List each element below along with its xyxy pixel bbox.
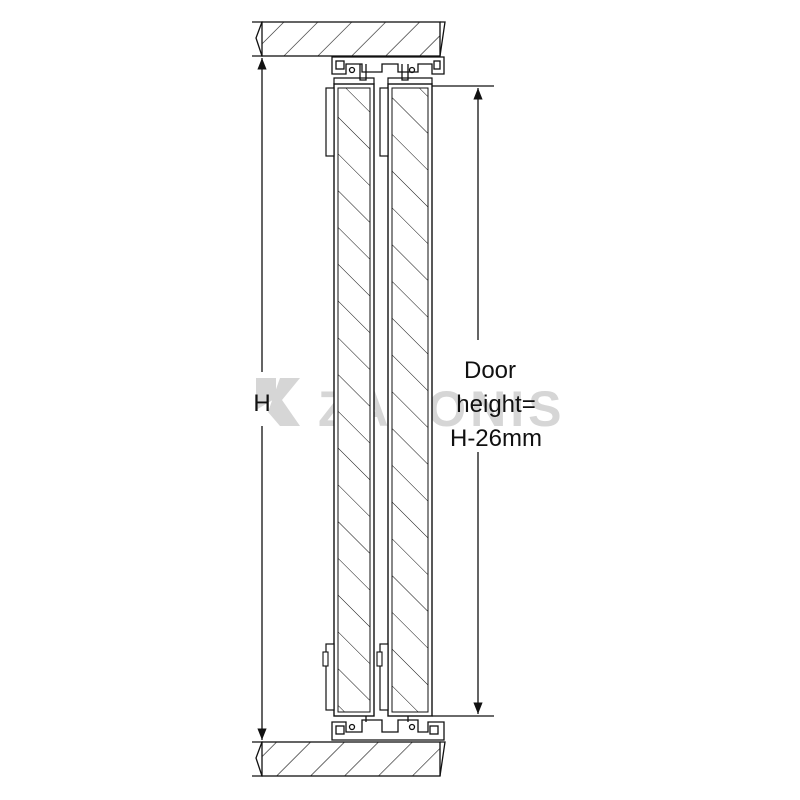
dimension-door-height [432,85,494,717]
door-panel-left [322,77,375,717]
watermark-logo-icon [256,378,300,426]
top-track [331,56,445,81]
door-panel-right [376,77,433,717]
label-door-height-line2: height= [456,391,535,418]
bottom-track [331,711,445,741]
label-door-height-line1: Door [464,357,516,384]
label-door-height: Door height= H-26mm [450,357,542,452]
label-door-height-line3: H-26mm [450,425,542,452]
ceiling-slab [252,21,446,57]
label-overall-height: H [253,390,270,417]
floor-slab [252,741,446,777]
